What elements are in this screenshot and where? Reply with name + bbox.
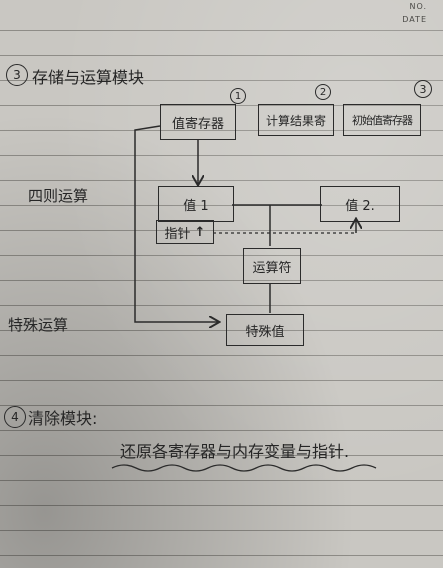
label-arithmetic: 四则运算 (28, 187, 89, 205)
connector-register-to-special-value (134, 125, 218, 322)
section-3-title: 存储与运算模块 (32, 68, 145, 87)
underline-wavy (111, 464, 377, 472)
special-value-box: 特殊值 (226, 314, 304, 346)
section-4-number: 4 (4, 406, 26, 428)
pointer-box: 指针 ↑ (156, 220, 214, 244)
register-initial-label: 初始值寄存器 (352, 114, 413, 127)
value1-box: 值 1 (158, 186, 234, 222)
register-initial-index: 3 (414, 80, 432, 98)
register-initial: 初始值寄存器 (343, 104, 421, 136)
register-value-label: 值寄存器 (171, 116, 224, 132)
label-special-operation: 特殊运算 (8, 316, 69, 334)
register-result-label: 计算结果寄 (265, 113, 326, 128)
operator-label: 运算符 (252, 260, 292, 276)
special-value-label: 特殊值 (245, 324, 285, 340)
section-3-number: 3 (6, 64, 28, 86)
section-4-description: 还原各寄存器与内存变量与指针. (120, 442, 350, 461)
pointer-label: 指针 (164, 226, 191, 242)
no-label: NO. (409, 2, 427, 11)
register-value: 值寄存器 (160, 104, 236, 140)
operator-box: 运算符 (243, 248, 301, 284)
pointer-up-arrow-icon: ↑ (194, 224, 206, 240)
register-result-index: 2 (315, 84, 331, 100)
date-label: DATE (402, 15, 427, 24)
register-value-index: 1 (230, 88, 246, 104)
register-result: 计算结果寄 (258, 104, 334, 136)
value1-label: 值 1 (183, 198, 209, 214)
section-4-title: 清除模块: (28, 409, 98, 428)
value2-label: 值 2. (345, 198, 375, 214)
value2-box: 值 2. (320, 186, 400, 222)
